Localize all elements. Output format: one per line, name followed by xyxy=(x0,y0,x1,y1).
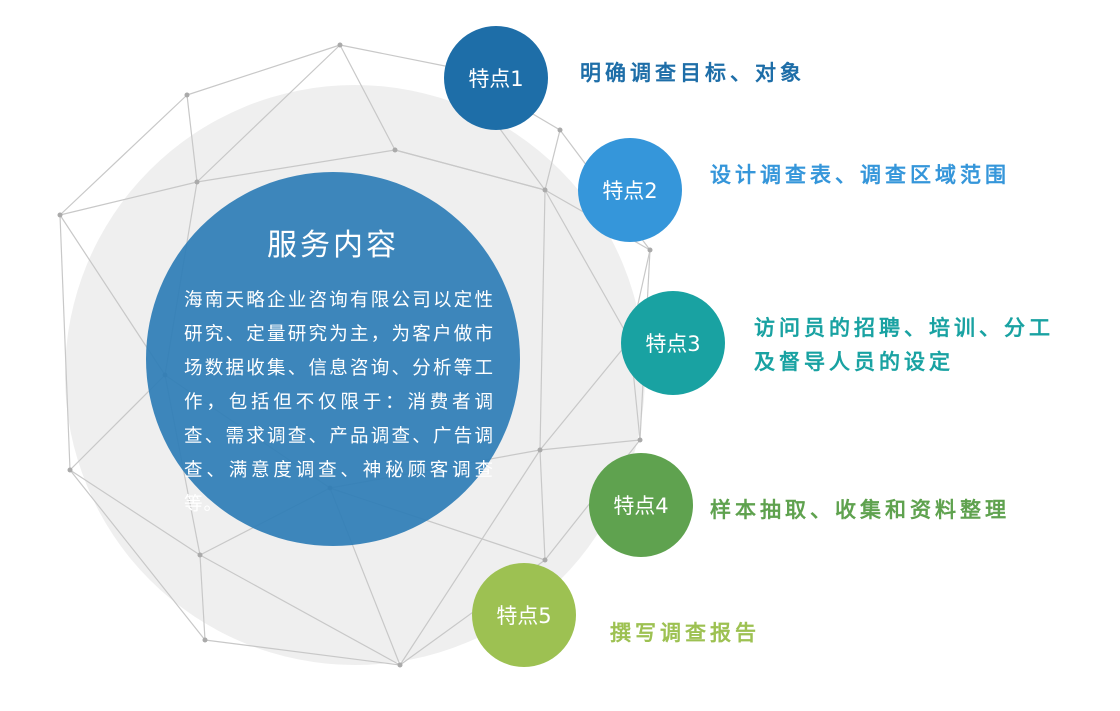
network-node xyxy=(647,247,653,253)
network-node xyxy=(537,447,543,453)
feature-1-circle: 特点1 xyxy=(444,26,548,130)
network-node xyxy=(397,662,403,668)
network-line xyxy=(544,189,631,341)
network-line xyxy=(339,44,456,69)
network-node xyxy=(202,637,208,643)
network-node xyxy=(184,92,190,98)
network-line xyxy=(69,469,201,556)
network-node xyxy=(57,212,63,218)
feature-3-circle: 特点3 xyxy=(621,291,725,395)
feature-3-text-line2: 及督导人员的设定 xyxy=(754,350,954,374)
network-line xyxy=(544,129,561,191)
feature-4-text: 样本抽取、收集和资料整理 xyxy=(710,498,1010,522)
main-title: 服务内容 xyxy=(267,228,399,263)
network-node xyxy=(67,467,73,473)
network-line xyxy=(186,94,198,183)
network-node xyxy=(542,557,548,563)
network-node xyxy=(557,127,563,133)
network-node xyxy=(542,187,548,193)
feature-2-circle: 特点2 xyxy=(578,138,682,242)
network-line xyxy=(186,44,341,96)
network-node xyxy=(194,179,200,185)
network-node xyxy=(337,42,343,48)
feature-4-circle: 特点4 xyxy=(589,453,693,557)
network-line xyxy=(399,449,541,666)
network-line xyxy=(539,449,546,561)
network-line xyxy=(59,214,71,471)
feature-5-circle: 特点5 xyxy=(472,563,576,667)
main-description: 海南天略企业咨询有限公司以定性研究、定量研究为主，为客户做市场数据收集、信息咨询… xyxy=(184,290,494,515)
service-content-circle: 服务内容 海南天略企业咨询有限公司以定性研究、定量研究为主，为客户做市场数据收集… xyxy=(146,172,520,546)
network-line xyxy=(539,339,631,451)
network-line xyxy=(539,439,641,451)
network-node xyxy=(392,147,398,153)
network-line xyxy=(69,469,206,641)
network-line xyxy=(196,44,341,183)
network-line xyxy=(199,554,401,666)
feature-2-text: 设计调查表、调查区域范围 xyxy=(710,163,1010,187)
feature-3-text-line1: 访问员的招聘、培训、分工 xyxy=(754,316,1054,340)
network-node xyxy=(197,552,203,558)
network-line xyxy=(339,44,396,151)
network-line xyxy=(59,181,198,216)
network-line xyxy=(539,189,546,451)
network-node xyxy=(637,437,643,443)
network-line xyxy=(394,149,546,191)
network-line xyxy=(59,94,188,216)
network-line xyxy=(199,554,206,641)
network-line xyxy=(204,639,401,666)
feature-5-text: 撰写调查报告 xyxy=(610,621,760,645)
feature-1-text: 明确调查目标、对象 xyxy=(580,61,805,85)
network-line xyxy=(196,149,396,183)
